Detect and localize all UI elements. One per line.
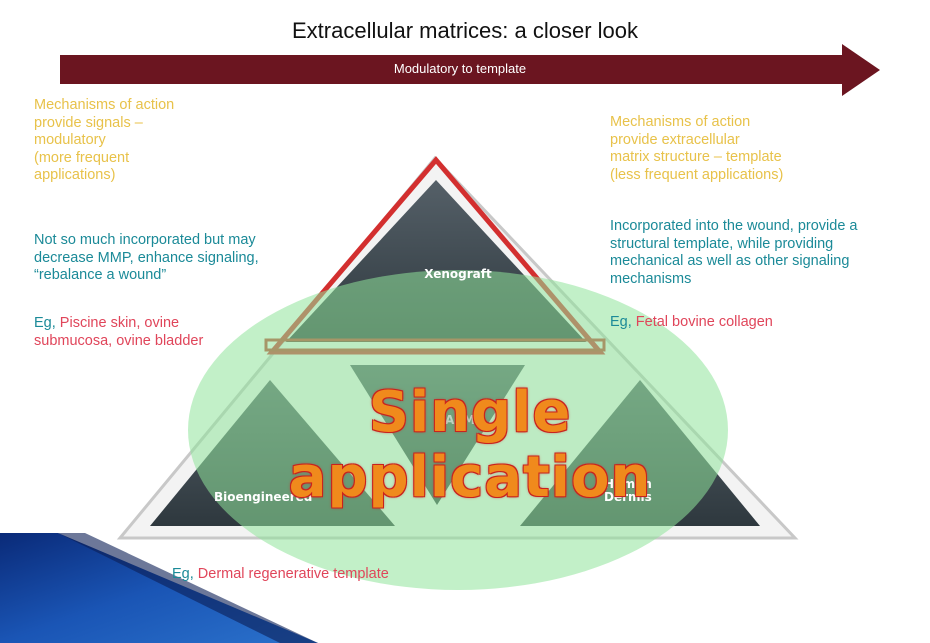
- bottom-example-text: Eg, Dermal regenerative template: [172, 566, 572, 584]
- right-description-text: Incorporated into the wound, provide a s…: [610, 218, 930, 288]
- corner-decoration-dark: [58, 533, 318, 643]
- left-mechanism-line: provide signals –: [34, 114, 143, 131]
- right-mechanism-line: provide extracellular: [610, 131, 740, 148]
- left-mechanism-line: (more frequent: [34, 149, 130, 166]
- acm-label: ACM: [444, 413, 476, 427]
- left-description-line: decrease MMP, enhance signaling,: [34, 249, 259, 266]
- xenograft-label: Xenograft: [424, 267, 492, 281]
- left-description-line: Not so much incorporated but may: [34, 232, 256, 248]
- left-example-prefix: Eg,: [34, 315, 56, 331]
- left-mechanism-text: Mechanisms of action provide signals – m…: [34, 97, 254, 185]
- human-dermis-label-line: Human: [604, 477, 652, 491]
- right-description-line: mechanisms: [610, 270, 692, 287]
- left-example-line: Eg, Piscine skin, ovine: [34, 315, 294, 333]
- right-description-line: Incorporated into the wound, provide a: [610, 218, 858, 234]
- left-example-value: Piscine skin, ovine: [59, 315, 180, 331]
- left-mechanism-line: applications): [34, 167, 116, 183]
- single-application-overlay: Single application: [288, 380, 652, 510]
- human-dermis-label: Human Dermis: [604, 478, 704, 504]
- left-example-text: Eg, Piscine skin, ovine submucosa, ovine…: [34, 315, 294, 350]
- right-mechanism-line: Mechanisms of action: [610, 114, 751, 130]
- right-mechanism-line: (less frequent applications): [610, 166, 784, 183]
- bioengineered-label: Bioengineered: [214, 490, 313, 504]
- arrow-shape: [60, 44, 880, 96]
- right-mechanism-text: Mechanisms of action provide extracellul…: [610, 114, 850, 184]
- bottom-example-prefix: Eg,: [172, 566, 194, 582]
- left-mechanism-line: Mechanisms of action: [34, 97, 175, 113]
- right-example-value: Fetal bovine collagen: [635, 314, 773, 330]
- left-mechanism-line: modulatory: [34, 132, 106, 148]
- right-mechanism-line: matrix structure – template: [610, 149, 782, 165]
- single-application-ellipse: [188, 270, 728, 590]
- arrow-label: Modulatory to template: [393, 61, 527, 76]
- right-description-line: structural template, while providing: [610, 235, 834, 252]
- right-description-line: mechanical as well as other signaling: [610, 253, 850, 269]
- left-example-value-line2: submucosa, ovine bladder: [34, 332, 204, 349]
- right-example-prefix: Eg,: [610, 314, 632, 330]
- left-description-text: Not so much incorporated but may decreas…: [34, 232, 334, 285]
- human-dermis-label-line: Dermis: [604, 490, 652, 504]
- right-example-text: Eg, Fetal bovine collagen: [610, 314, 930, 332]
- slide-title: Extracellular matrices: a closer look: [291, 18, 638, 43]
- bottom-example-value: Dermal regenerative template: [197, 566, 389, 582]
- left-description-line: “rebalance a wound”: [34, 267, 167, 283]
